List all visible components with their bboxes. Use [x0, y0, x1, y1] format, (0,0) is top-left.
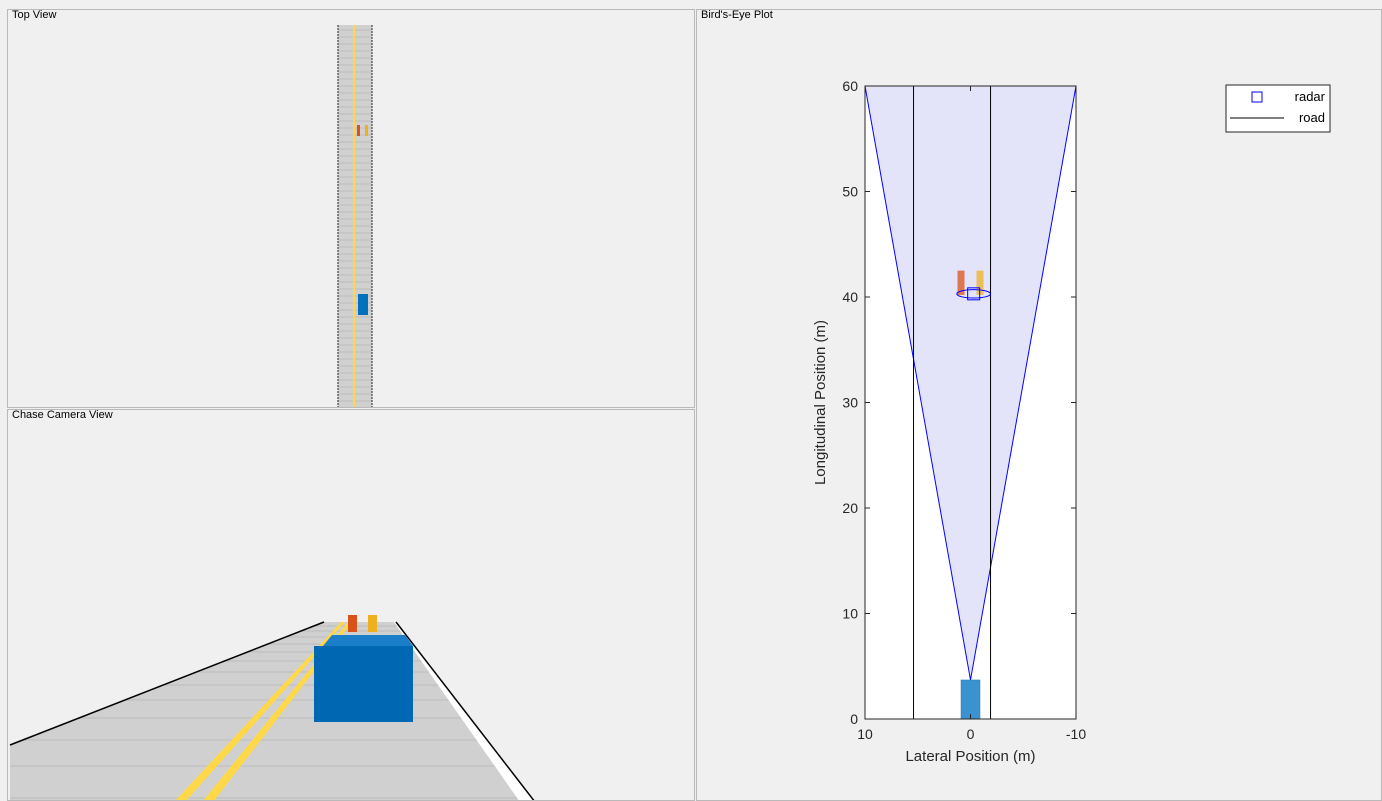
x-tick-label: -10 [1066, 726, 1086, 742]
detection-covariance-ellipse [956, 289, 992, 299]
y-tick-label: 20 [842, 500, 858, 516]
chase-camera-view-title: Chase Camera View [12, 409, 115, 421]
chase-road-right-edge [395, 621, 535, 800]
legend-box [1225, 84, 1331, 133]
y-tick-label: 40 [842, 289, 858, 305]
road-borders [913, 86, 992, 719]
y-tick-label: 10 [842, 606, 858, 622]
legend-entry-road[interactable]: road [1299, 110, 1325, 125]
birds-eye-plot-title: Bird's-Eye Plot [701, 9, 775, 21]
target-orange [976, 270, 984, 295]
radar-detection-marker [967, 287, 981, 301]
radar-detections [956, 287, 992, 301]
vehicles [957, 270, 984, 720]
x-axis-label: Lateral Position (m) [905, 748, 1035, 765]
x-axis-ticks: 10 0 -10 [857, 86, 1086, 742]
target-red [957, 270, 965, 295]
y-axis-ticks: 0 10 20 30 40 50 60 [842, 78, 1076, 727]
top-view-ego-vehicle [358, 294, 368, 315]
legend-entry-radar[interactable]: radar [1295, 89, 1326, 104]
ego-vehicle [960, 679, 981, 720]
y-tick-label: 0 [850, 711, 858, 727]
chase-target-red [348, 615, 357, 632]
top-view-target-orange [365, 125, 368, 136]
top-view-panel: Top View [7, 9, 695, 408]
y-tick-label: 30 [842, 395, 858, 411]
y-tick-label: 50 [842, 184, 858, 200]
chase-target-orange [368, 615, 377, 632]
chase-road-left-edge [9, 621, 325, 746]
chase-ego-vehicle [314, 646, 413, 722]
top-view-scene [337, 25, 373, 407]
top-view-target-red [357, 125, 360, 136]
chase-lane-marking-1 [175, 622, 345, 800]
chase-camera-scene [9, 615, 535, 800]
x-tick-label: 10 [857, 726, 873, 742]
y-tick-label: 60 [842, 78, 858, 94]
top-view-road [337, 25, 373, 407]
y-axis-label: Longitudinal Position (m) [812, 320, 829, 485]
top-view-title: Top View [12, 9, 59, 21]
chase-ego-vehicle-roof [323, 635, 413, 646]
legend-radar-marker [1251, 91, 1263, 103]
x-tick-label: 0 [967, 726, 975, 742]
legend[interactable]: radar road [1225, 84, 1331, 133]
chase-camera-view-panel: Chase Camera View [7, 409, 695, 801]
